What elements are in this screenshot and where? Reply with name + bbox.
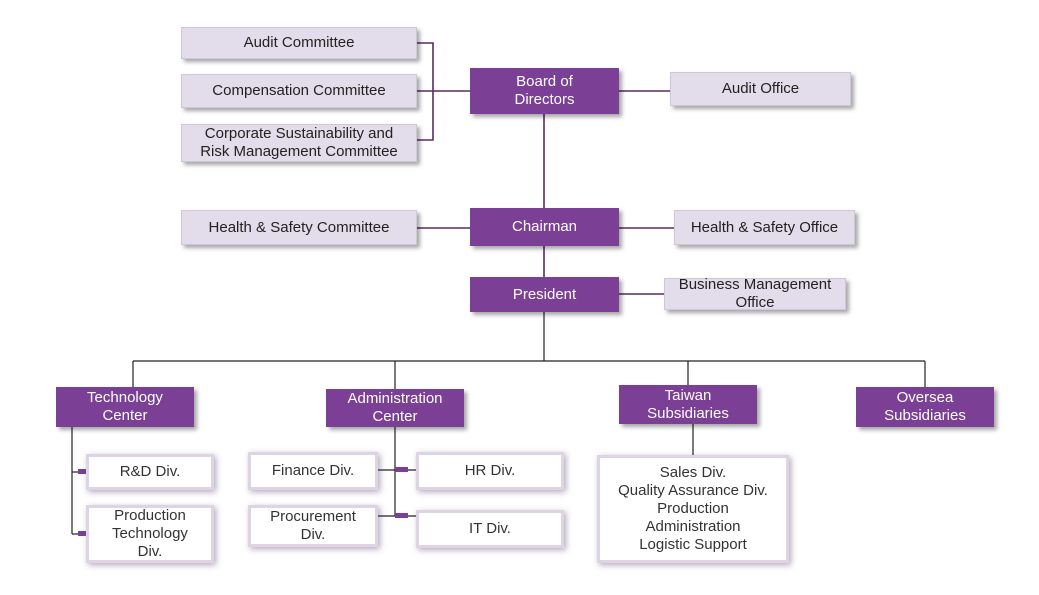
technology-center-box: Technology Center (56, 387, 194, 427)
rd-division-box: R&D Div. (86, 454, 214, 490)
sustainability-committee-box: Corporate Sustainability and Risk Manage… (181, 124, 417, 162)
audit-office-box: Audit Office (670, 72, 851, 106)
health-safety-office-box: Health & Safety Office (674, 210, 855, 245)
chairman-box: Chairman (470, 208, 619, 246)
board-of-directors-box: Board of Directors (470, 68, 619, 114)
administration-center-box: Administration Center (326, 389, 464, 427)
hr-division-box: HR Div. (416, 452, 564, 490)
it-division-box: IT Div. (416, 510, 564, 548)
taiwan-subsidiary-units-box: Sales Div. Quality Assurance Div. Produc… (597, 455, 789, 563)
finance-division-box: Finance Div. (248, 452, 378, 490)
taiwan-subsidiaries-box: Taiwan Subsidiaries (619, 385, 757, 424)
president-box: President (470, 277, 619, 312)
production-technology-division-box: Production Technology Div. (86, 505, 214, 563)
procurement-division-box: Procurement Div. (248, 505, 378, 547)
oversea-subsidiaries-box: Oversea Subsidiaries (856, 387, 994, 427)
compensation-committee-box: Compensation Committee (181, 74, 417, 108)
audit-committee-box: Audit Committee (181, 27, 417, 59)
health-safety-committee-box: Health & Safety Committee (181, 210, 417, 245)
business-management-office-box: Business Management Office (664, 276, 846, 311)
